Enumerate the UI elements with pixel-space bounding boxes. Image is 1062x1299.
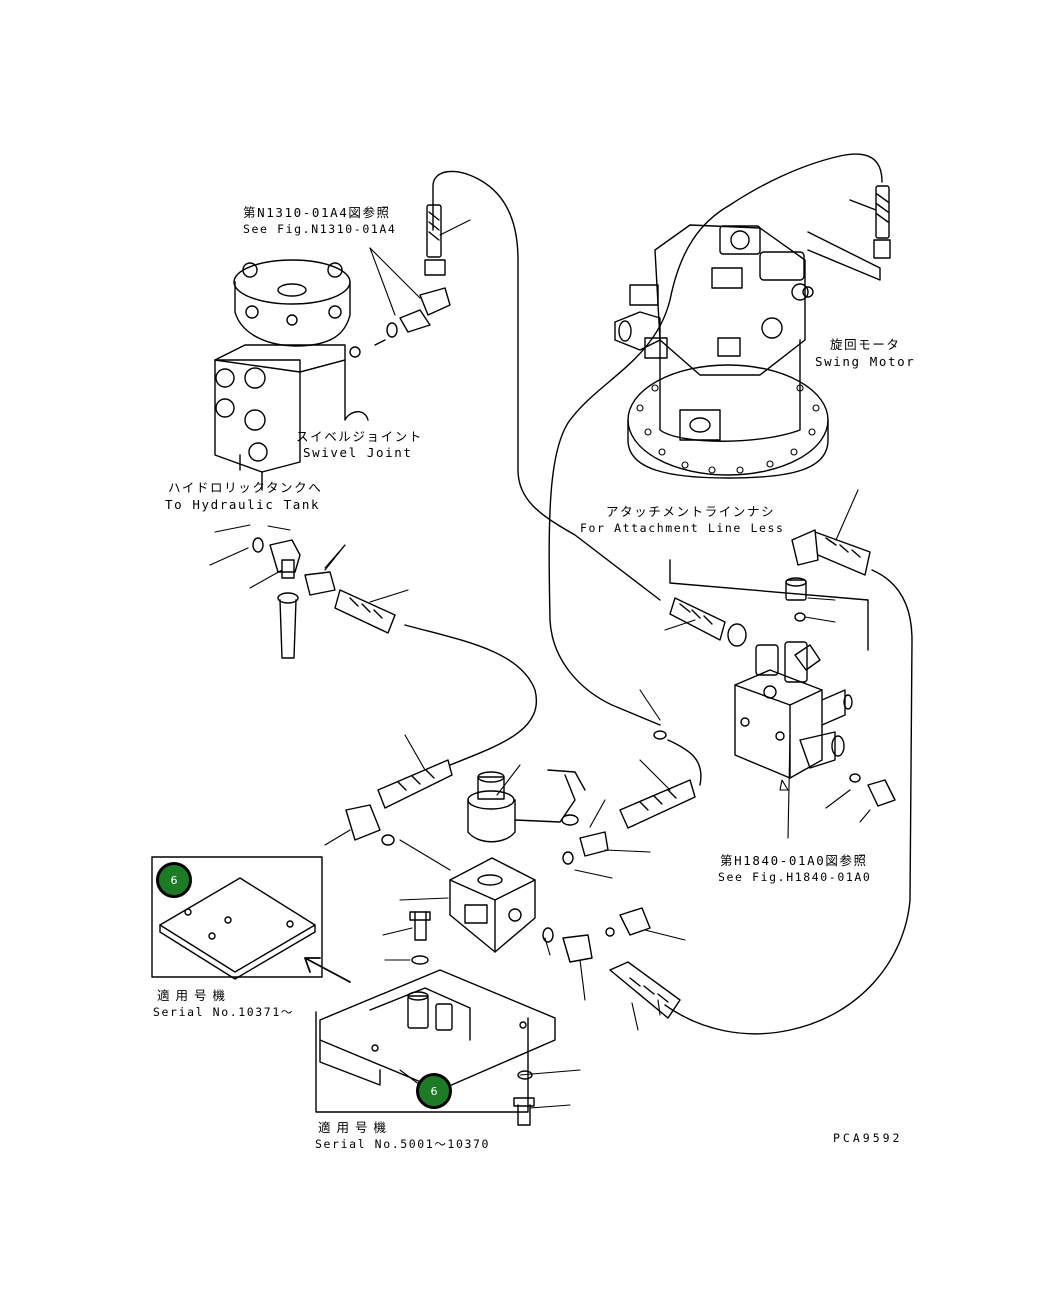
swivel-fittings [375, 205, 450, 345]
callout-badge-new[interactable]: 6 [156, 862, 192, 898]
middle-hose [670, 598, 746, 646]
hose-lines [405, 154, 912, 1034]
upper-right-hose [792, 530, 870, 575]
serial-new-en: Serial No.10371～ [153, 1005, 294, 1019]
serial-old-jp: 適用号機 [318, 1120, 393, 1135]
solenoid-valve [468, 770, 585, 842]
ref-right-jp: 第H1840-01A0図参照 [720, 853, 868, 868]
swivel-joint-jp: スイベルジョイント [296, 429, 423, 444]
valve-block [735, 578, 895, 806]
attachment-jp: アタッチメントラインナシ [606, 504, 776, 519]
attachment-en: For Attachment Line Less [580, 521, 785, 535]
mounting-bracket [320, 970, 555, 1125]
swing-motor-jp: 旋回モータ [830, 337, 901, 352]
inset-plate [152, 857, 322, 979]
drawing-code: PCA9592 [833, 1131, 903, 1145]
serial-box [316, 1012, 528, 1112]
hydraulic-tank-en: To Hydraulic Tank [165, 497, 321, 512]
swing-motor [615, 225, 828, 478]
swing-motor-en: Swing Motor [815, 354, 916, 369]
serial-old-en: Serial No.5001～10370 [315, 1137, 491, 1151]
swivel-joint-en: Swivel Joint [303, 445, 413, 460]
lower-hoses [346, 731, 695, 1018]
callout-badge-old[interactable]: 6 [416, 1073, 452, 1109]
center-block [410, 858, 650, 964]
serial-new-jp: 適用号機 [157, 988, 232, 1003]
attachment-box [670, 560, 868, 650]
motor-hose-fitting [808, 186, 890, 280]
hydraulic-tank-jp: ハイドロリックタンクへ [168, 480, 323, 495]
swivel-joint [215, 260, 368, 490]
tank-fittings [253, 538, 395, 658]
replacement-arrow [305, 958, 350, 982]
ref-top-jp: 第N1310-01A4図参照 [243, 205, 391, 220]
ref-right-en: See Fig.H1840-01A0 [718, 870, 872, 884]
ref-top-en: See Fig.N1310-01A4 [243, 222, 397, 236]
leader-lines [210, 220, 870, 1108]
